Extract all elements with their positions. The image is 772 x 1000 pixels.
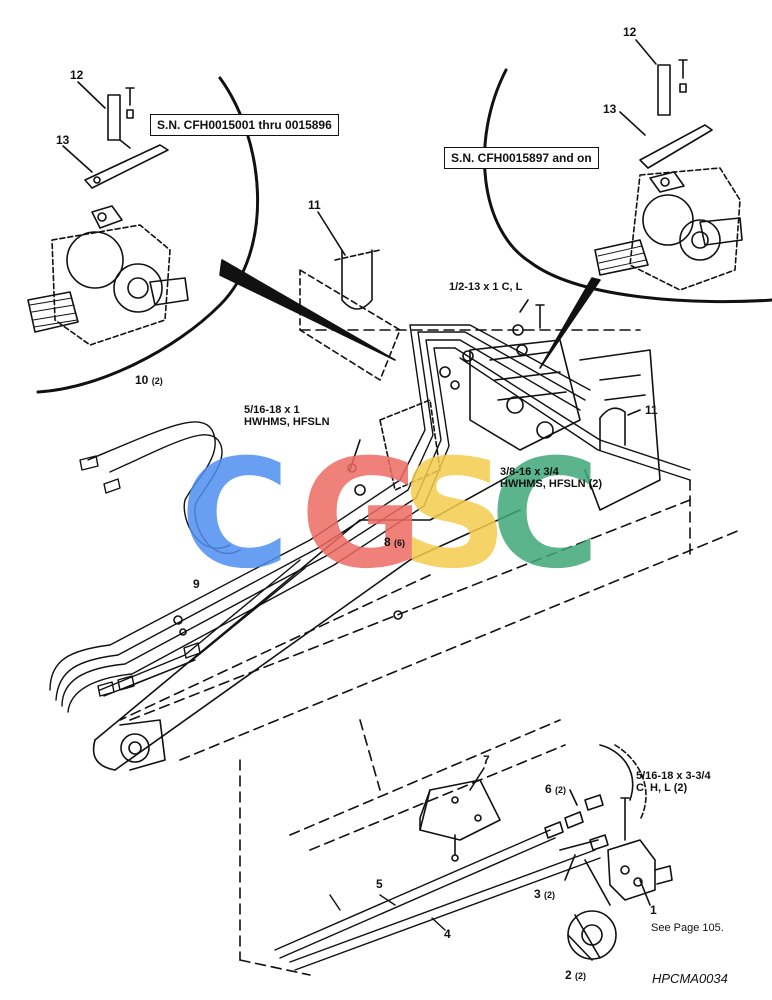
upper-hoses <box>49 324 691 713</box>
left-gearbox <box>27 205 189 346</box>
right-detail-leader <box>539 277 601 369</box>
part-13-right: 13 <box>603 102 617 116</box>
part-2: 2 (2) <box>565 968 587 982</box>
u-bolt-left <box>299 211 401 381</box>
part-6: 6 (2) <box>545 782 567 796</box>
boom <box>92 469 521 771</box>
fasteners <box>173 299 545 636</box>
left-detail-circle <box>36 76 260 394</box>
hardware-label-half-inch-bolt: 1/2-13 x 1 C, L <box>449 281 523 293</box>
part-1: 1 <box>650 903 657 917</box>
figure-id: HPCMA0034 <box>652 971 728 986</box>
part-4: 4 <box>444 927 451 941</box>
part-12-left: 12 <box>70 68 84 82</box>
right-gearbox <box>594 167 743 291</box>
u-bolt-right <box>599 407 641 451</box>
part-10: 10 (2) <box>135 373 163 387</box>
part-9: 9 <box>193 577 200 591</box>
left-detail-leader <box>219 259 396 361</box>
part-7: 7 <box>483 753 490 767</box>
right-bracket <box>619 39 713 169</box>
part-12-right: 12 <box>623 25 637 39</box>
part-3: 3 (2) <box>534 887 556 901</box>
serial-callout-left: S.N. CFH0015001 thru 0015896 <box>150 114 339 136</box>
bracket-7 <box>419 767 501 862</box>
control-valve <box>544 744 673 906</box>
valve-mount <box>379 339 661 511</box>
main-frame <box>119 329 741 976</box>
watermark-letter-g: G <box>300 428 424 602</box>
watermark-letter-c2: C <box>490 428 601 602</box>
serial-callout-right: S.N. CFH0015897 and on <box>444 147 599 169</box>
watermark-letter-s: S <box>400 428 509 602</box>
decal-2 <box>567 910 617 961</box>
watermark-letter-c1: C <box>180 428 291 602</box>
see-page-note: See Page 105. <box>651 922 724 934</box>
hose-loop-10 <box>79 421 241 554</box>
left-bracket <box>62 81 169 189</box>
hoses-4-5 <box>274 829 601 971</box>
part-13-left: 13 <box>56 133 70 147</box>
part-11-left: 11 <box>308 198 321 212</box>
part-5: 5 <box>376 877 383 891</box>
right-detail-circle <box>483 68 772 304</box>
part-8: 8 (6) <box>384 535 406 549</box>
part-11-right: 11 <box>645 403 658 417</box>
